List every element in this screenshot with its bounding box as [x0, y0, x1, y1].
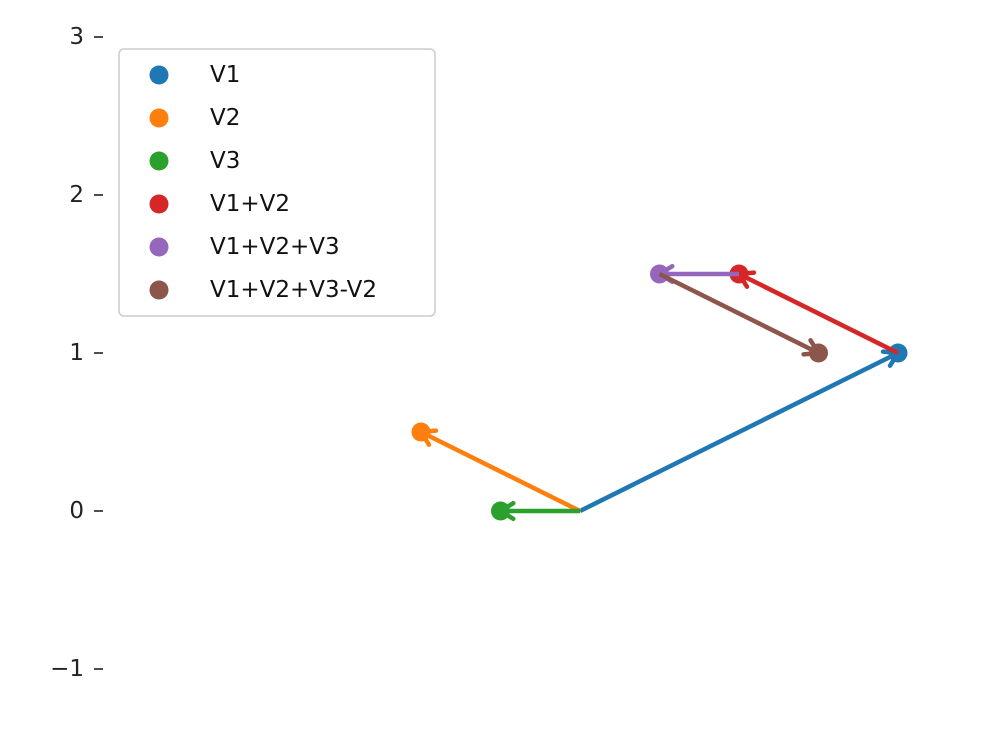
y-tick-label: −1 — [50, 656, 84, 682]
vector-endpoint-dot — [491, 501, 510, 521]
legend-label: V1 — [210, 62, 240, 88]
vector-arrow — [578, 350, 900, 514]
vector-endpoint-dot — [809, 343, 828, 363]
legend-frame — [118, 48, 436, 317]
y-tick-label: 1 — [69, 340, 84, 366]
vector-arrow — [737, 271, 900, 356]
vector-v1 — [578, 343, 908, 514]
vector-endpoint-dot — [411, 422, 431, 442]
vector-v3 — [491, 500, 580, 522]
vector-v1-v2-v3-v2 — [658, 271, 828, 363]
legend-label: V1+V2 — [210, 191, 290, 217]
legend-label: V1+V2+V3-V2 — [210, 277, 377, 303]
legend-label: V2 — [210, 105, 240, 131]
vector-arrow — [419, 429, 582, 514]
legend-marker — [149, 108, 169, 128]
vectors — [411, 263, 908, 522]
legend-marker — [149, 237, 169, 257]
vector-v2 — [411, 422, 582, 514]
y-tick-label: 2 — [69, 182, 84, 208]
legend-marker — [149, 151, 169, 171]
legend-marker — [149, 194, 169, 214]
legend-marker — [149, 280, 169, 300]
legend-label: V3 — [210, 148, 240, 174]
legend-label: V1+V2+V3 — [210, 234, 340, 260]
y-tick-label: 0 — [69, 498, 84, 524]
y-tick-label: 3 — [69, 24, 84, 50]
legend-marker — [149, 65, 169, 85]
vector-arrow — [658, 271, 820, 356]
vector-v1-v2 — [729, 264, 900, 356]
y-axis: 3 2 1 0 −1 — [50, 24, 103, 682]
